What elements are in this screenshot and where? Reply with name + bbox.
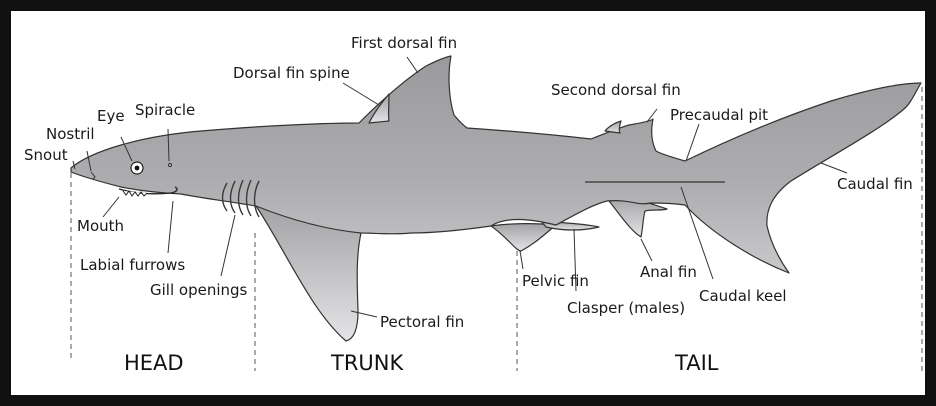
label-clasper: Clasper (males) [567, 299, 685, 317]
label-snout: Snout [24, 146, 68, 164]
shark-anatomy-diagram: First dorsal fin Dorsal fin spine Second… [24, 34, 923, 375]
shark-illustration [70, 55, 922, 342]
gill-slit [253, 180, 260, 218]
dorsal-fin-spine-shape [368, 93, 390, 124]
pelvic-fin-shape [490, 223, 557, 252]
second-dorsal-spine-shape [604, 120, 622, 134]
label-second-dorsal-fin: Second dorsal fin [551, 81, 681, 99]
label-first-dorsal-fin: First dorsal fin [351, 34, 457, 52]
diagram-panel: First dorsal fin Dorsal fin spine Second… [11, 11, 925, 395]
spiracle-mark [167, 162, 173, 168]
leader-lines [72, 56, 848, 318]
label-labial-furrows: Labial furrows [80, 256, 185, 274]
region-dividers [70, 87, 923, 371]
label-dorsal-fin-spine: Dorsal fin spine [233, 64, 350, 82]
label-spiracle: Spiracle [135, 101, 195, 119]
gill-slit [229, 180, 236, 214]
region-tail: TAIL [674, 351, 719, 375]
gill-slit [245, 179, 252, 217]
nostril-mark [90, 171, 96, 180]
label-pelvic-fin: Pelvic fin [522, 272, 589, 290]
label-pectoral-fin: Pectoral fin [380, 313, 464, 331]
anal-fin-shape [608, 196, 668, 238]
label-gill-openings: Gill openings [150, 281, 248, 299]
label-precaudal-pit: Precaudal pit [670, 106, 768, 124]
label-caudal-keel: Caudal keel [699, 287, 787, 305]
shark-body-shape [70, 55, 922, 274]
label-caudal-fin: Caudal fin [837, 175, 913, 193]
part-labels: First dorsal fin Dorsal fin spine Second… [24, 34, 913, 331]
gill-slit [221, 182, 228, 212]
teeth [122, 190, 148, 197]
gill-slit [237, 179, 244, 216]
label-mouth: Mouth [77, 217, 124, 235]
label-nostril: Nostril [46, 125, 95, 143]
label-eye: Eye [97, 107, 125, 125]
eye-pupil [134, 165, 140, 171]
region-labels: HEAD TRUNK TAIL [124, 351, 719, 375]
label-anal-fin: Anal fin [640, 263, 697, 281]
region-head: HEAD [124, 351, 184, 375]
region-trunk: TRUNK [330, 351, 404, 375]
